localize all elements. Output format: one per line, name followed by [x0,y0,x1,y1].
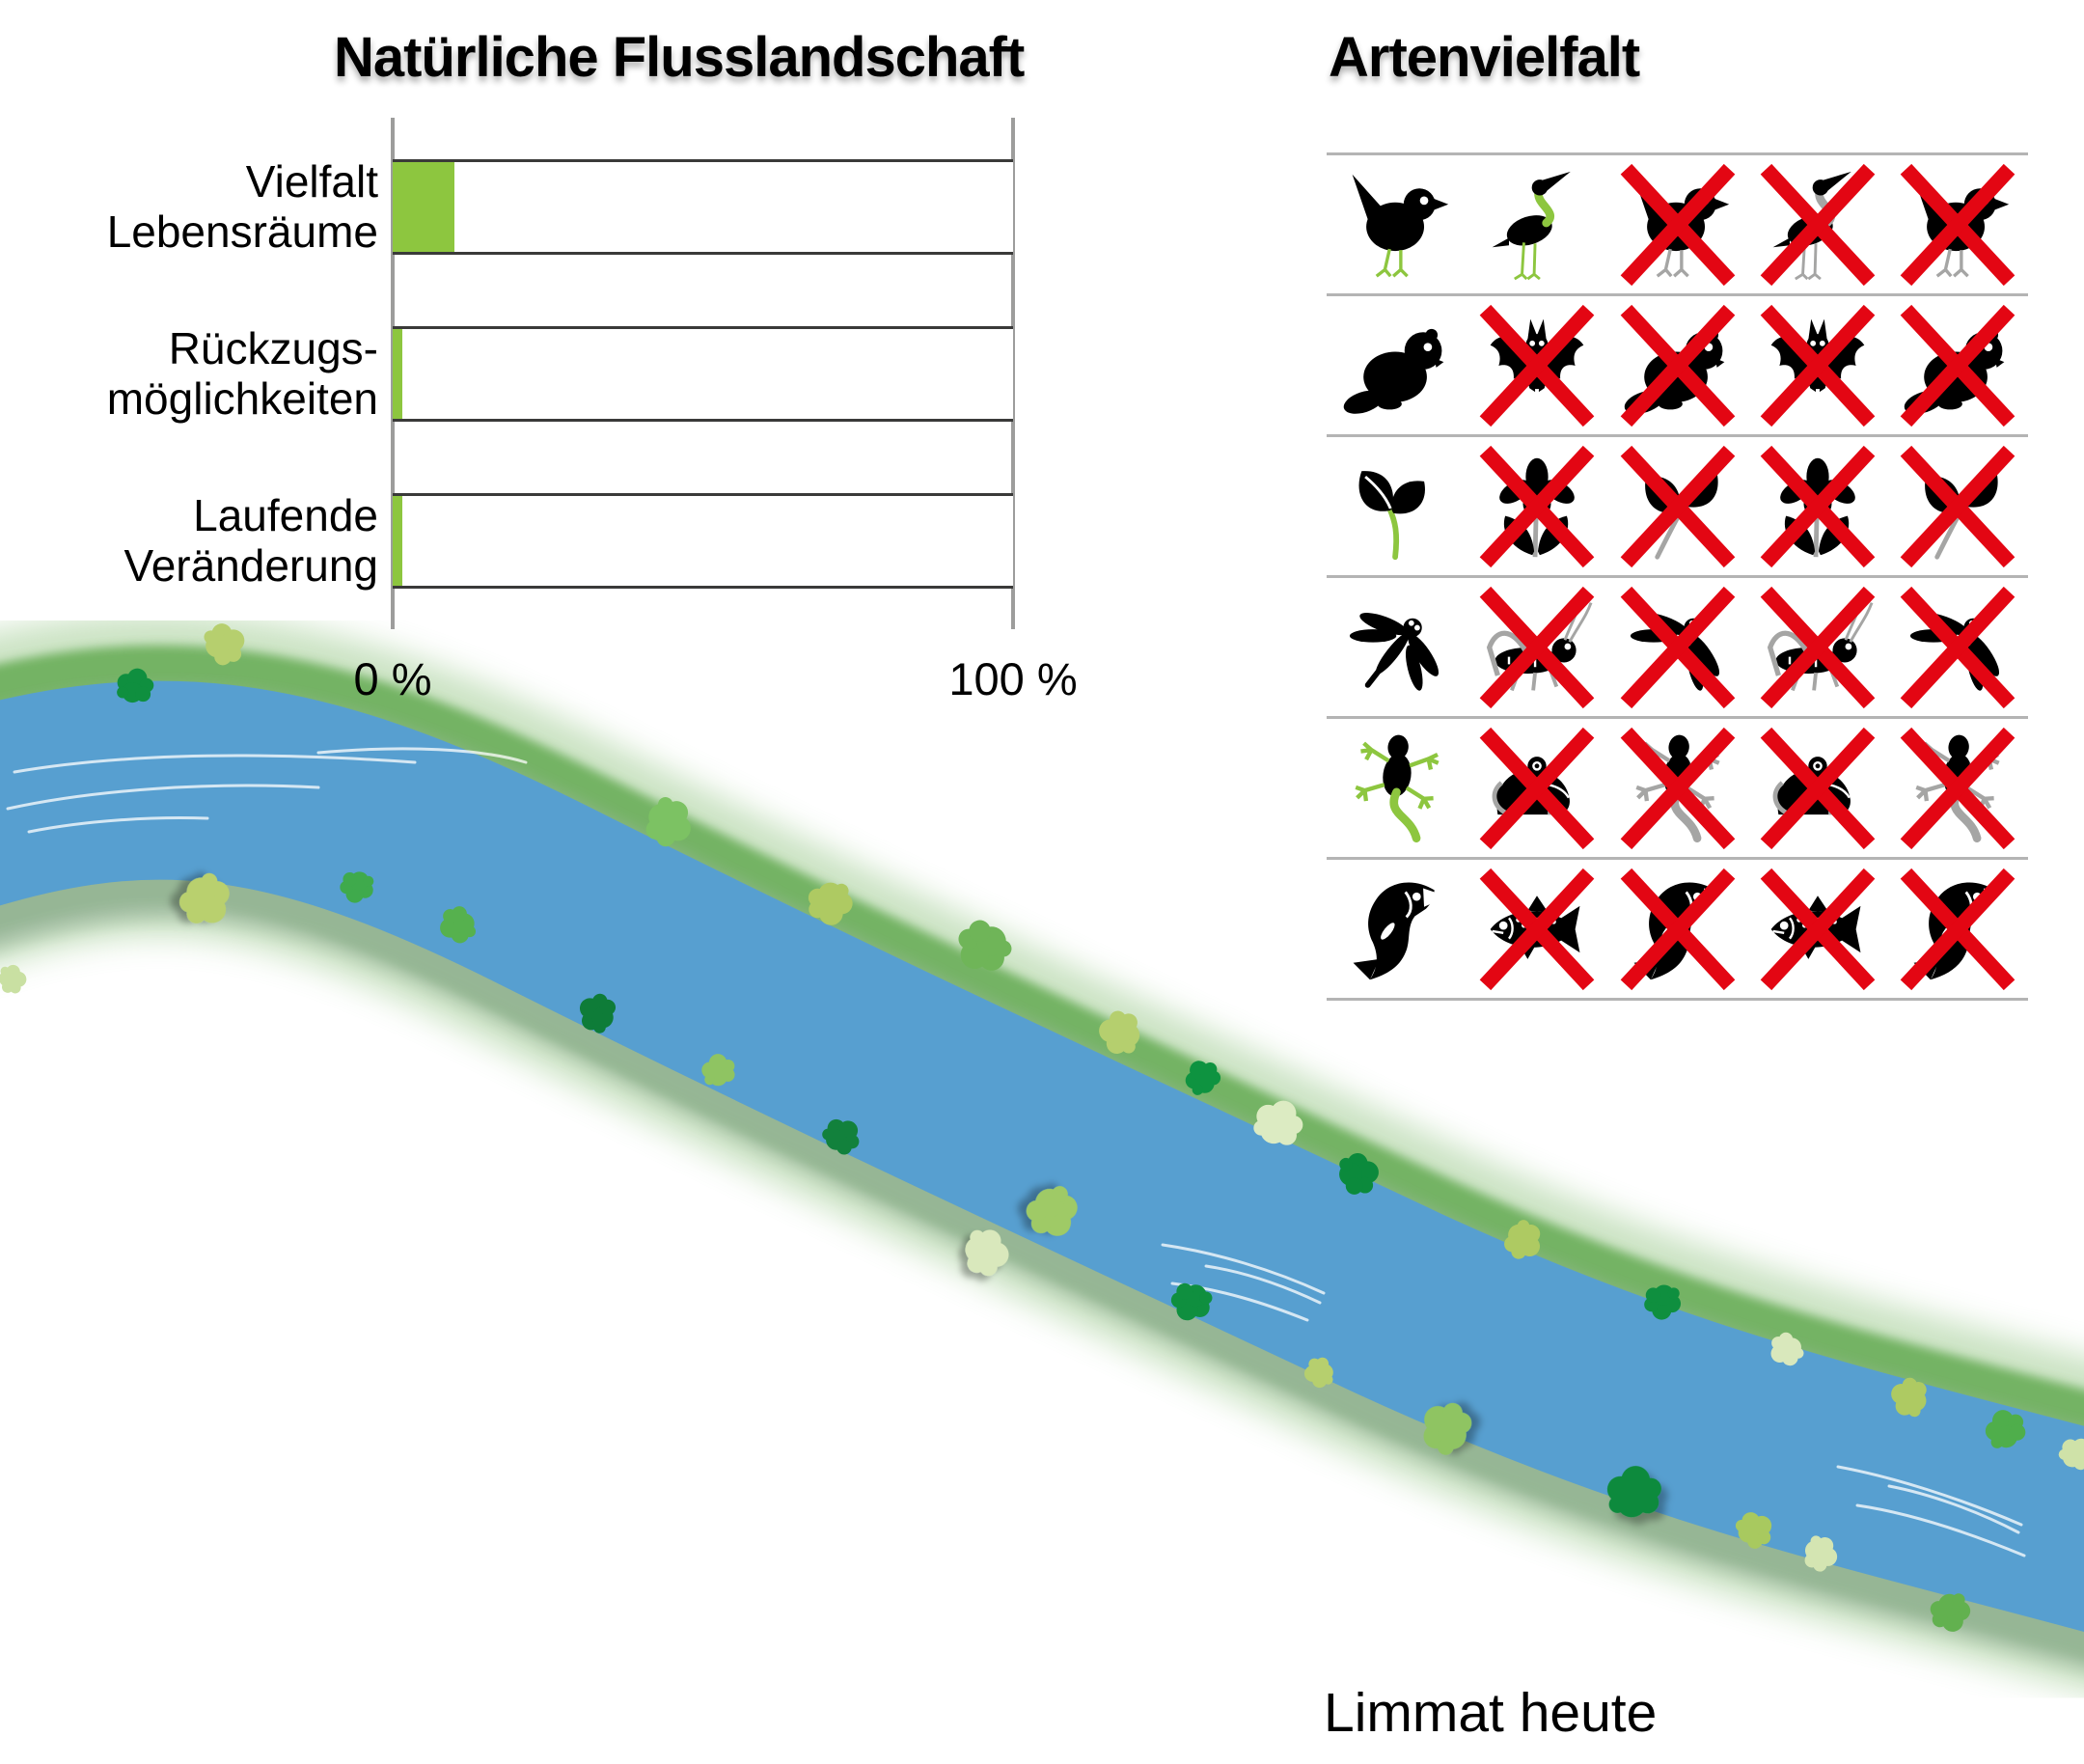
absent-lizard [1607,719,1747,857]
red-cross-icon [1760,163,1876,286]
absent-branchleaves [1888,437,2028,575]
present-dragonfly [1325,578,1467,719]
absent-frog [1467,719,1606,857]
bar-fill-1 [393,329,402,419]
songbird-icon [1350,172,1450,278]
present-songbird [1327,155,1467,293]
seedling-icon [1341,451,1453,563]
bush-icon [0,961,30,997]
absent-frog [1747,719,1887,857]
lizard-icon [1341,732,1453,844]
red-cross-icon [1901,727,2015,849]
red-cross-icon [1479,445,1595,567]
species-diversity-grid [1325,152,2028,1001]
present-heron [1467,155,1606,293]
red-cross-icon [1901,586,2015,708]
tick-label-0: 0 % [353,653,432,704]
absent-grasshopper [1747,578,1887,716]
bar-chart [391,118,1015,629]
category-label-1: Rückzugs-möglichkeiten [106,323,378,424]
absent-salmon [1607,860,1747,998]
absent-bat [1747,296,1887,434]
bar-row-0 [393,159,1013,255]
absent-beaver [1607,296,1747,434]
figure-caption: Limmat heute [1324,1682,1658,1744]
red-cross-icon [1760,868,1876,990]
absent-dragonfly [1605,578,1747,719]
red-cross-icon [1620,586,1735,708]
red-cross-icon [1479,727,1595,849]
dragonfly-icon [1325,588,1459,719]
absent-trout [1747,860,1887,998]
bar-fill-2 [393,496,402,586]
bar-row-1 [393,326,1013,422]
red-cross-icon [1620,727,1735,849]
red-cross-icon [1760,304,1876,427]
red-cross-icon [1760,586,1876,708]
red-cross-icon [1901,304,2015,427]
red-cross-icon [1620,868,1735,990]
absent-heron [1747,155,1887,293]
tick-label-100: 100 % [948,653,1078,704]
absent-grasshopper [1467,578,1606,716]
species-row-mammals [1327,293,2028,434]
red-cross-icon [1760,445,1876,567]
species-row-plants [1327,434,2028,575]
absent-salmon [1888,860,2028,998]
red-cross-icon [1479,586,1595,708]
absent-songbird [1607,155,1747,293]
bar-row-2 [393,493,1013,589]
present-seedling [1327,437,1467,575]
red-cross-icon [1901,445,2015,567]
chart-title: Natürliche Flusslandschaft [334,26,1025,89]
red-cross-icon [1479,304,1595,427]
axis-line-100pct [1011,118,1015,629]
absent-flower [1467,437,1606,575]
absent-trout [1467,860,1606,998]
red-cross-icon [1479,868,1595,990]
absent-songbird [1888,155,2028,293]
bar-fill-0 [393,162,455,252]
red-cross-icon [1620,163,1735,286]
present-beaver [1327,296,1467,434]
present-salmon [1327,860,1467,998]
red-cross-icon [1901,163,2015,286]
red-cross-icon [1901,868,2015,990]
salmon-icon [1351,880,1449,981]
red-cross-icon [1620,304,1735,427]
absent-lizard [1888,719,2028,857]
species-row-insects [1325,575,2028,719]
species-row-birds [1327,152,2028,293]
absent-bat [1467,296,1606,434]
red-cross-icon [1620,445,1735,567]
absent-branchleaves [1607,437,1747,575]
absent-flower [1747,437,1887,575]
absent-beaver [1888,296,2028,434]
heron-icon [1481,169,1593,281]
species-panel-title: Artenvielfalt [1329,26,1640,89]
absent-dragonfly [1886,578,2028,719]
red-cross-icon [1760,727,1876,849]
present-lizard [1327,719,1467,857]
species-row-reptiles-amphibians [1327,716,2028,857]
beaver-icon [1340,328,1444,418]
species-row-fish [1327,857,2028,1001]
